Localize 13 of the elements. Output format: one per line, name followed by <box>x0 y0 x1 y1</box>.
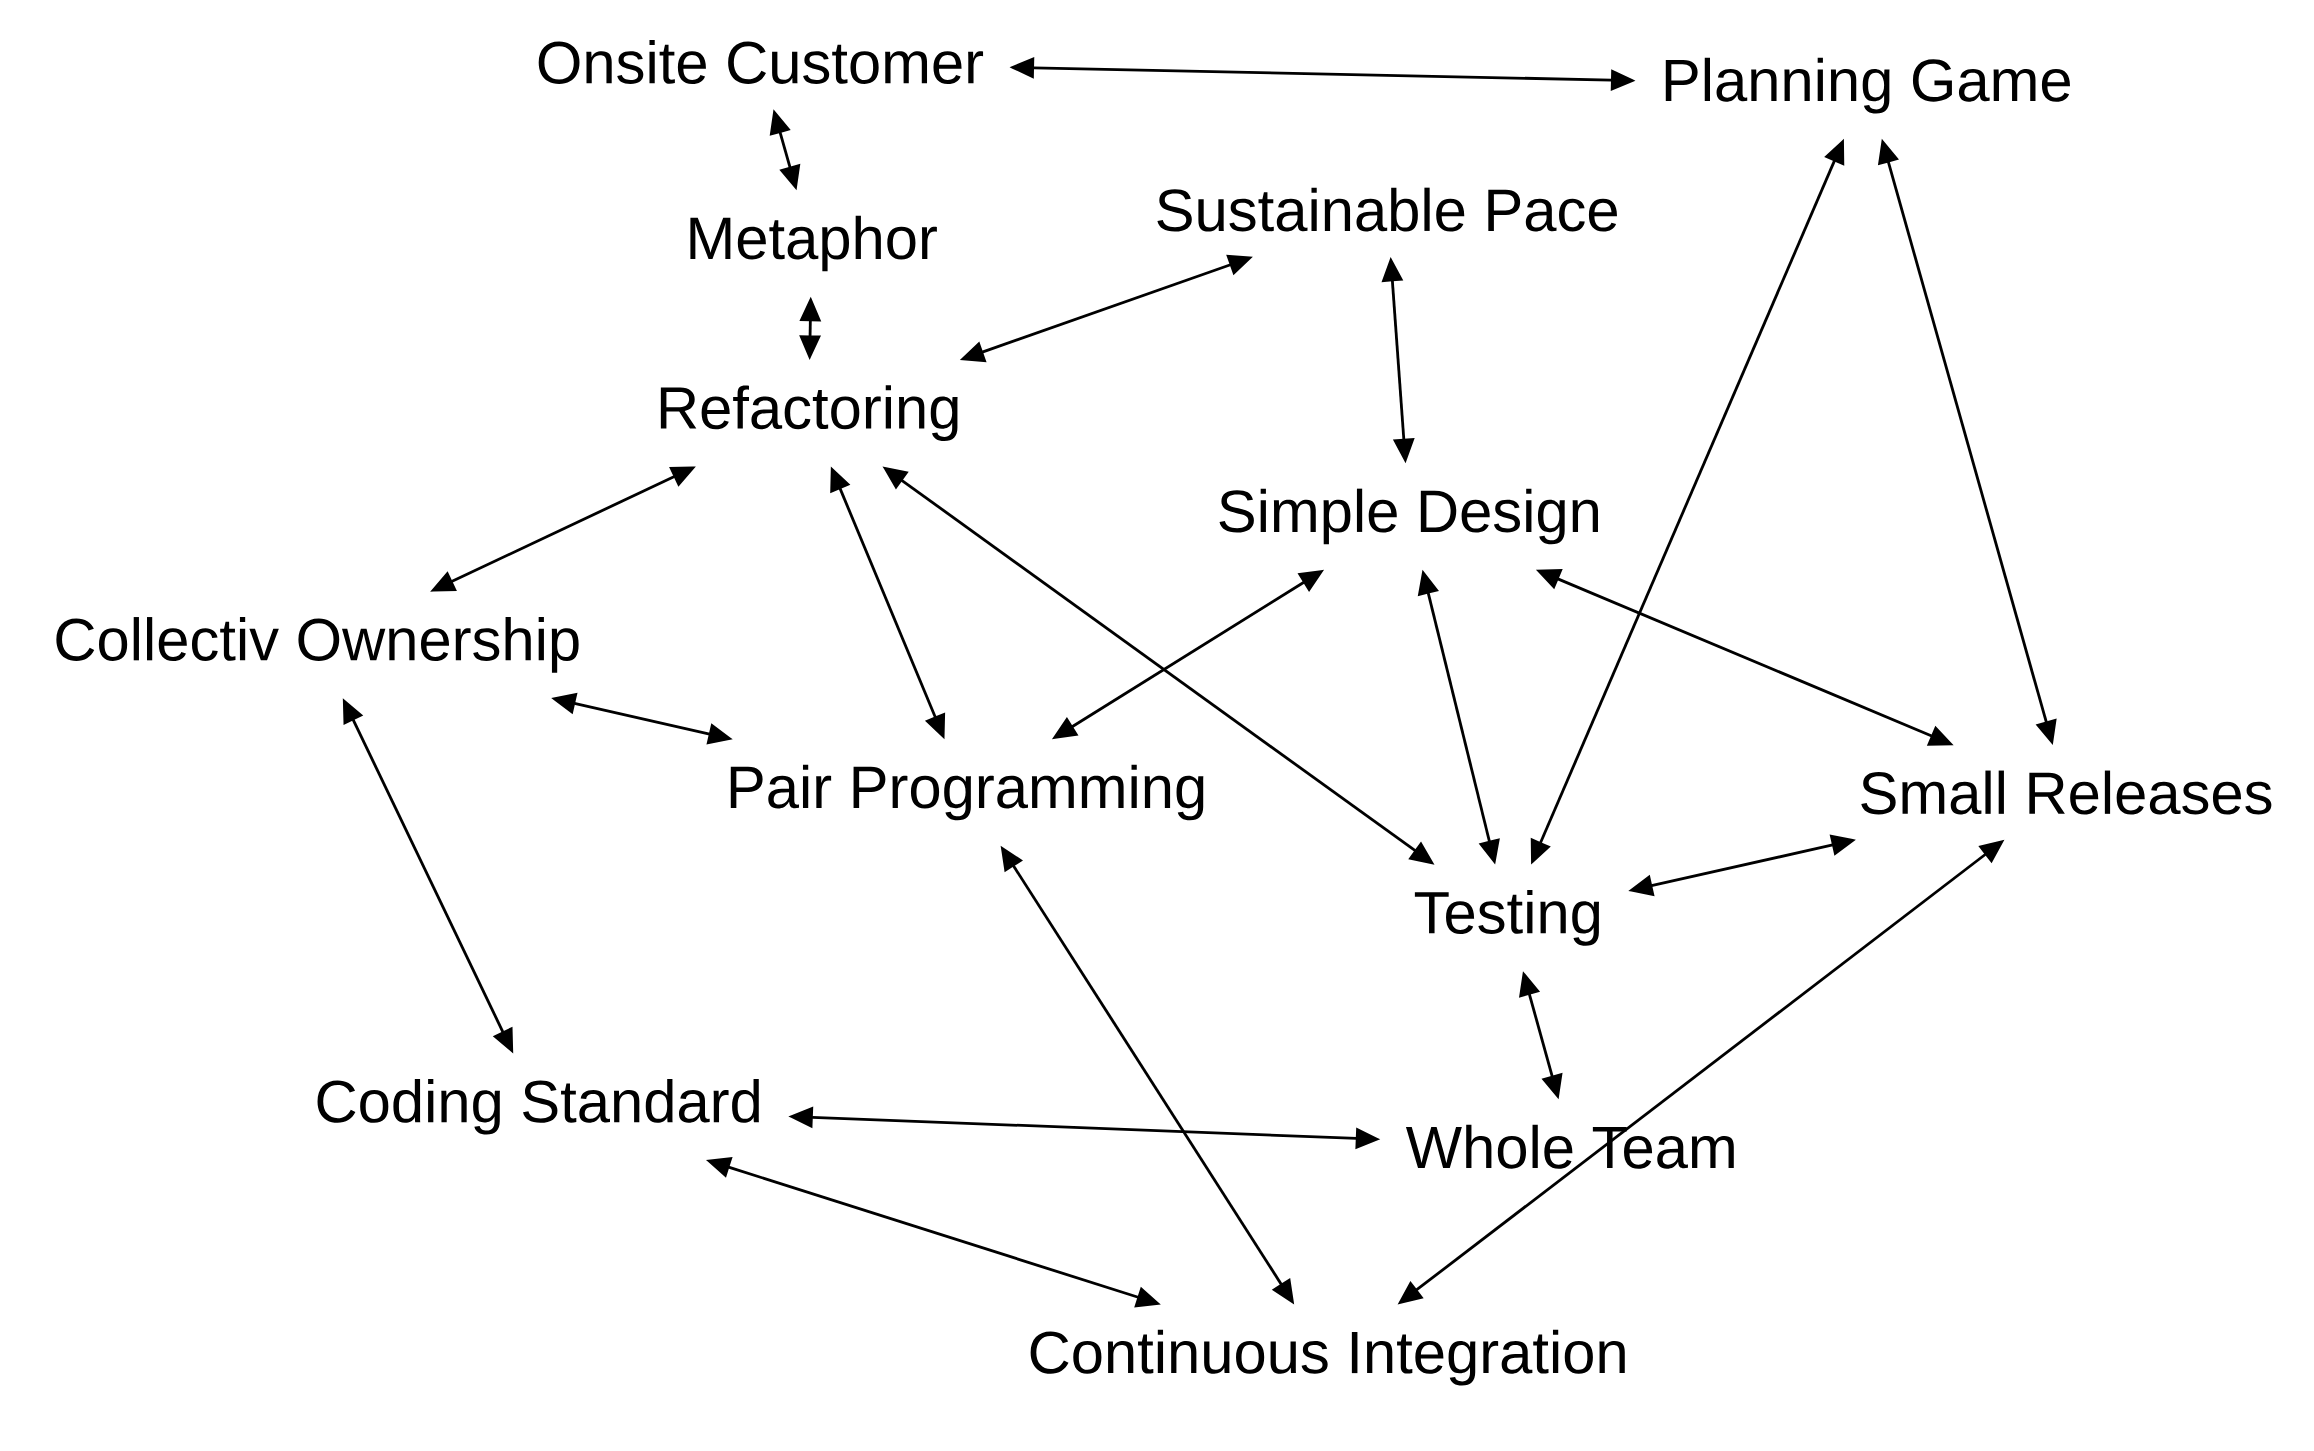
node-label: Refactoring <box>660 385 958 442</box>
node-label: Coding Standard <box>317 1079 759 1135</box>
node-label: Continuous Integration <box>1030 1330 1625 1386</box>
node-label: Simple Design <box>1219 488 1598 545</box>
node-label: Onsite Customer <box>538 40 984 85</box>
node-label: Metaphor <box>690 215 937 272</box>
node-label: Planning Game <box>1665 57 2070 114</box>
node-label: Sustainable Pace <box>1157 187 1617 232</box>
node-label: Collectiv Ownership <box>56 617 579 673</box>
node-label: Pair Programming <box>730 764 1204 821</box>
node-label: Small Releases <box>1861 770 2272 815</box>
node-label: Testing <box>1414 890 1600 946</box>
node-label: Whole Team <box>1405 1124 1734 1169</box>
